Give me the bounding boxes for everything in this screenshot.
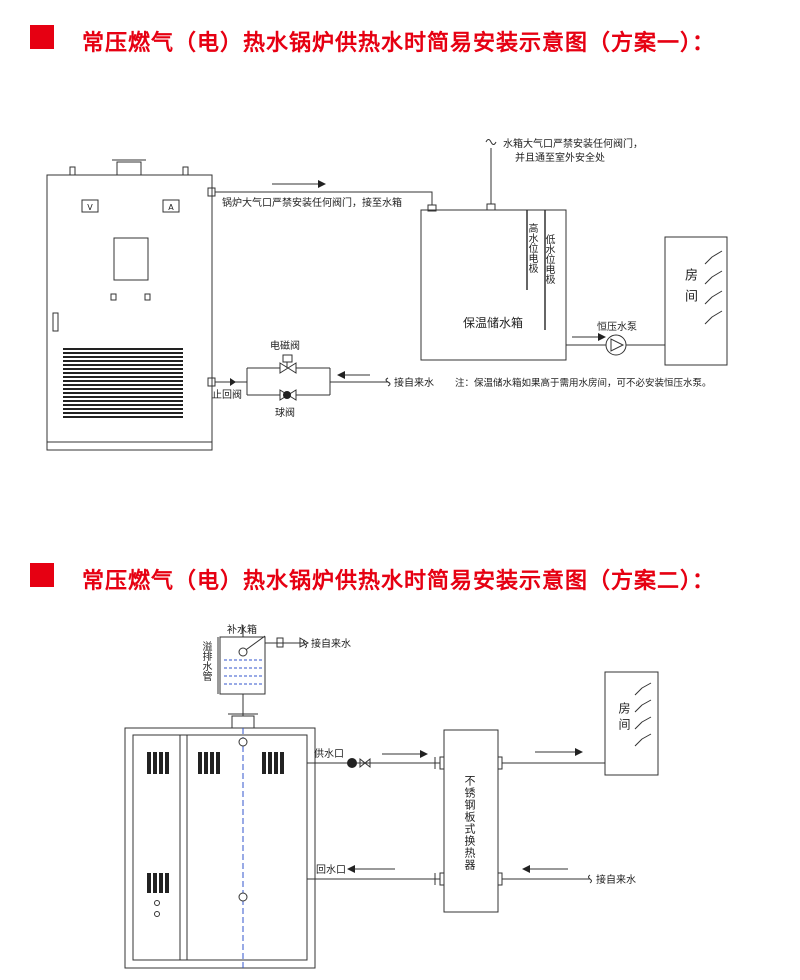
overflow-pipe-label: 溢排水管	[200, 641, 211, 681]
section-2-title: 常压燃气（电）热水锅炉供热水时简易安装示意图（方案二）：	[82, 569, 716, 594]
tank-vent-note-2: 并且通至室外安全处	[515, 151, 605, 164]
boiler-1-louver	[63, 348, 183, 418]
solenoid-label: 电磁阀	[270, 339, 300, 352]
boiler-1-display	[113, 237, 149, 281]
tank-label: 保温储水箱	[463, 315, 523, 330]
section-1-header: 常压燃气（电）热水锅炉供热水时简易安装示意图（方案一）：	[0, 19, 800, 59]
boiler-2-cabinet	[124, 727, 316, 969]
return-port-label: 回水口	[316, 864, 346, 876]
room-1-label: 房间	[682, 268, 697, 310]
tap-water-bottom-label: 接自来水	[596, 873, 636, 886]
section-2-marker	[30, 563, 54, 587]
tap-water-label-1: 接自来水	[394, 376, 434, 389]
section-1-title: 常压燃气（电）热水锅炉供热水时简易安装示意图（方案一）：	[82, 31, 716, 56]
boiler-1-flue	[116, 161, 142, 176]
tap-water-top-label: 接自来水	[311, 637, 351, 650]
room-2	[604, 671, 659, 776]
room-1	[664, 236, 728, 366]
diagram-scheme-2: 补水箱 接自来水 供水口 回水口 接自来水	[124, 623, 659, 969]
makeup-tank	[219, 636, 266, 695]
gauge-v-label: V	[87, 203, 93, 212]
makeup-tank-label: 补水箱	[227, 623, 257, 636]
plate-heat-exchanger	[443, 729, 499, 913]
supply-pump-icon	[347, 758, 357, 768]
room-2-label: 房间	[617, 702, 631, 734]
section-1-marker	[30, 25, 54, 49]
gauge-a-label: A	[168, 203, 174, 212]
section-2-header: 常压燃气（电）热水锅炉供热水时简易安装示意图（方案二）：	[0, 557, 800, 597]
diagram-scheme-1: V A 锅炉大气口严禁安装任何阀门，接至水箱 水箱大气口严禁安装任何阀门， 并且…	[46, 137, 728, 451]
supply-port-label: 供水口	[314, 747, 344, 760]
exchanger-label: 不锈钢板式换热器	[463, 775, 476, 871]
high-level-electrode-label: 高水位电极	[526, 223, 537, 273]
footnote: 注：保温储水箱如果高于需用水房间，可不必安装恒压水泵。	[455, 377, 712, 389]
check-valve-label: 止回阀	[212, 388, 242, 401]
ball-valve-label: 球阀	[275, 406, 295, 419]
voltmeter-icon	[81, 199, 99, 213]
pump-label: 恒压水泵	[597, 320, 637, 333]
low-level-electrode-label: 低水位电极	[543, 234, 554, 284]
boiler-vent-note: 锅炉大气口严禁安装任何阀门，接至水箱	[222, 196, 402, 209]
ammeter-icon	[162, 199, 180, 213]
tank-vent-note-1: 水箱大气口严禁安装任何阀门，	[503, 137, 643, 150]
